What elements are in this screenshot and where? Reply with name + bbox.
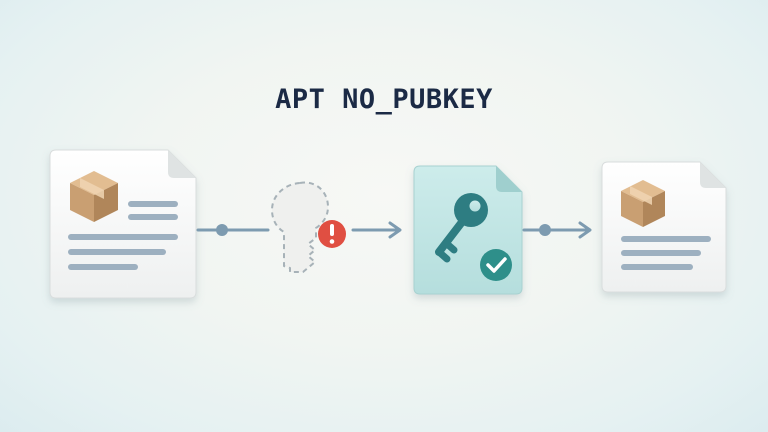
source-package-document bbox=[49, 149, 197, 299]
key-document bbox=[413, 165, 523, 295]
key-icon bbox=[435, 193, 488, 263]
package-box-icon bbox=[70, 171, 118, 222]
missing-key-outline-icon bbox=[271, 181, 329, 273]
package-box-icon bbox=[621, 180, 665, 227]
exclamation-warning-icon bbox=[318, 220, 346, 248]
document-text-lines bbox=[68, 201, 178, 270]
arrow-connector bbox=[351, 221, 402, 239]
connector-line bbox=[196, 224, 270, 236]
verified-package-document bbox=[601, 161, 727, 293]
checkmark-icon bbox=[480, 249, 512, 281]
connector-arrow bbox=[522, 221, 592, 239]
page-title: APT NO_PUBKEY bbox=[275, 84, 493, 115]
document-text-lines bbox=[621, 236, 711, 270]
